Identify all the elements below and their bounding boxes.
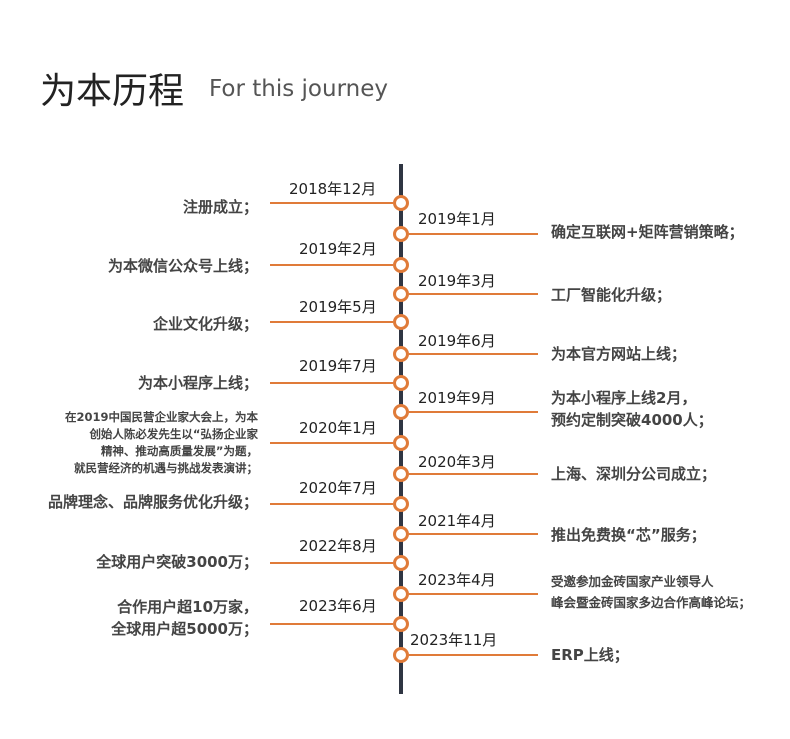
event-date: 2023年4月 xyxy=(418,571,496,589)
event-date: 2020年3月 xyxy=(418,453,496,471)
event-description-line: 在2019中国民营企业家大会上，为本 xyxy=(64,410,258,424)
timeline-node xyxy=(393,616,409,632)
event-date: 2021年4月 xyxy=(418,512,496,530)
connector-line xyxy=(409,233,538,235)
event-description-line: 推出免费换“芯”服务； xyxy=(551,526,706,544)
event-description-line: 为本小程序上线2月， xyxy=(551,389,697,407)
timeline-node xyxy=(393,226,409,242)
event-description: 为本小程序上线； xyxy=(138,372,258,394)
page-subtitle: For this journey xyxy=(209,76,388,102)
event-date: 2019年7月 xyxy=(299,357,377,375)
timeline-node xyxy=(393,647,409,663)
timeline-node xyxy=(393,195,409,211)
connector-line xyxy=(270,562,393,564)
event-description-line: 为本官方网站上线； xyxy=(551,345,687,363)
event-description: 工厂智能化升级； xyxy=(551,284,671,306)
connector-line xyxy=(270,264,393,266)
event-description: 为本微信公众号上线； xyxy=(108,255,258,277)
event-description: 全球用户突破3000万； xyxy=(96,551,258,573)
timeline-node xyxy=(393,375,409,391)
connector-line xyxy=(409,654,538,656)
event-description-line: 受邀参加金砖国家产业领导人 xyxy=(551,574,714,589)
connector-line xyxy=(270,321,393,323)
event-description-line: 为本小程序上线； xyxy=(137,374,258,392)
connector-line xyxy=(409,593,538,595)
event-description-line: 精神、推动高质量发展”为题， xyxy=(100,444,258,458)
event-description: 为本小程序上线2月， 预约定制突破4000人； xyxy=(551,387,713,431)
connector-line xyxy=(270,442,393,444)
timeline-node xyxy=(393,496,409,512)
event-description-line: 企业文化升级； xyxy=(152,315,258,333)
event-date: 2023年11月 xyxy=(410,631,498,649)
timeline-node xyxy=(393,466,409,482)
event-date: 2019年2月 xyxy=(299,240,377,258)
event-date: 2023年6月 xyxy=(299,597,377,615)
timeline-node xyxy=(393,286,409,302)
event-description-line: 峰会暨金砖国家多边合作高峰论坛； xyxy=(551,595,752,610)
event-description: 合作用户超10万家， 全球用户超5000万； xyxy=(111,596,258,640)
event-description-line: 品牌理念、品牌服务优化升级； xyxy=(47,493,258,511)
event-date: 2022年8月 xyxy=(299,537,377,555)
event-date: 2020年1月 xyxy=(299,419,377,437)
event-date: 2019年1月 xyxy=(418,210,496,228)
event-description-line: 预约定制突破4000人； xyxy=(551,411,713,429)
timeline-node xyxy=(393,526,409,542)
timeline-node xyxy=(393,435,409,451)
connector-line xyxy=(409,473,538,475)
timeline-node xyxy=(393,586,409,602)
connector-line xyxy=(409,411,538,413)
connector-line xyxy=(270,623,393,625)
event-date: 2019年9月 xyxy=(418,389,496,407)
timeline-node xyxy=(393,314,409,330)
event-description: 品牌理念、品牌服务优化升级； xyxy=(48,491,258,513)
event-description: 企业文化升级； xyxy=(153,313,258,335)
event-description: 受邀参加金砖国家产业领导人峰会暨金砖国家多边合作高峰论坛； xyxy=(551,571,751,613)
event-description-line: 就民营经济的机遇与挑战发表演讲； xyxy=(74,461,258,475)
event-description-line: 为本微信公众号上线； xyxy=(107,257,258,275)
event-description: ERP上线； xyxy=(551,644,629,666)
event-date: 2019年3月 xyxy=(418,272,496,290)
event-description-line: 注册成立； xyxy=(182,198,258,216)
event-date: 2020年7月 xyxy=(299,479,377,497)
connector-line xyxy=(270,503,393,505)
event-description: 上海、深圳分公司成立； xyxy=(551,463,716,485)
event-description-line: 全球用户突破3000万； xyxy=(96,553,258,571)
connector-line xyxy=(409,533,538,535)
connector-line xyxy=(409,353,538,355)
timeline-node xyxy=(393,404,409,420)
event-date: 2019年6月 xyxy=(418,332,496,350)
event-date: 2019年5月 xyxy=(299,298,377,316)
timeline-axis xyxy=(399,164,403,694)
page-title: 为本历程 xyxy=(40,71,185,112)
event-description: 在2019中国民营企业家大会上，为本创始人陈必发先生以“弘扬企业家精神、推动高质… xyxy=(65,409,258,477)
event-description: 确定互联网+矩阵营销策略； xyxy=(551,221,744,243)
event-description: 注册成立； xyxy=(183,196,258,218)
event-description: 推出免费换“芯”服务； xyxy=(551,524,706,546)
event-description: 为本官方网站上线； xyxy=(551,343,686,365)
connector-line xyxy=(409,293,538,295)
event-description-line: 确定互联网+矩阵营销策略； xyxy=(551,223,744,241)
event-description-line: 上海、深圳分公司成立； xyxy=(551,465,717,483)
timeline-node xyxy=(393,346,409,362)
connector-line xyxy=(270,202,393,204)
event-description-line: 全球用户超5000万； xyxy=(111,620,258,638)
timeline-node xyxy=(393,555,409,571)
timeline-node xyxy=(393,257,409,273)
event-description-line: 创始人陈必发先生以“弘扬企业家 xyxy=(89,427,258,441)
event-description-line: ERP上线； xyxy=(551,646,629,664)
event-description-line: 工厂智能化升级； xyxy=(551,286,672,304)
event-description-line: 合作用户超10万家， xyxy=(117,598,258,616)
connector-line xyxy=(270,382,393,384)
event-date: 2018年12月 xyxy=(289,180,377,198)
